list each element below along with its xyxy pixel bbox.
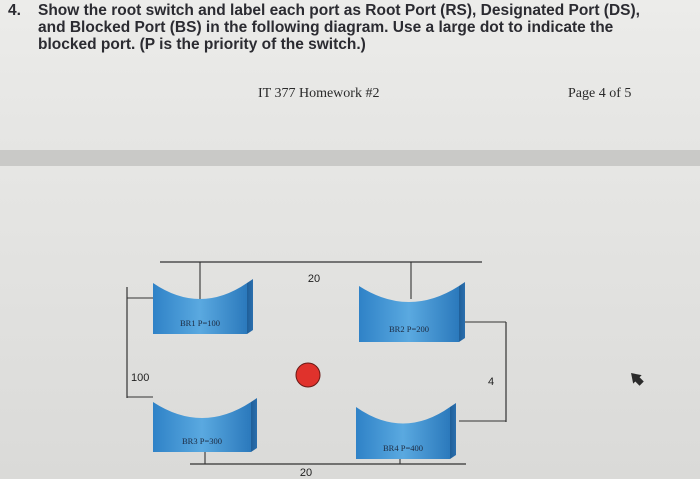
segment-cost-right: 4: [488, 376, 494, 388]
switch-label: BR1 P=100: [180, 318, 220, 328]
question-area: [0, 0, 700, 150]
switch-br2: BR2 P=200: [359, 282, 465, 342]
diagram-page: [0, 166, 700, 479]
question-number: 4.: [8, 2, 21, 19]
switch-br3: BR3 P=300: [153, 398, 257, 452]
page-number: Page 4 of 5: [568, 86, 632, 101]
blocked-port-dot: [295, 362, 321, 388]
switch-br1: BR1 P=100: [153, 279, 253, 334]
segment-cost-bottom: 20: [300, 467, 312, 479]
question-text: Show the root switch and label each port…: [38, 2, 640, 53]
homework-title: IT 377 Homework #2: [258, 86, 380, 101]
switch-br4: BR4 P=400: [356, 403, 456, 459]
segment-cost-top: 20: [308, 273, 320, 285]
switch-label: BR3 P=300: [182, 436, 222, 446]
switch-label: BR4 P=400: [383, 443, 423, 453]
segment-cost-left: 100: [131, 372, 149, 384]
cursor-arrow-icon: [631, 373, 644, 386]
page-divider: [0, 150, 700, 166]
switch-label: BR2 P=200: [389, 324, 429, 334]
